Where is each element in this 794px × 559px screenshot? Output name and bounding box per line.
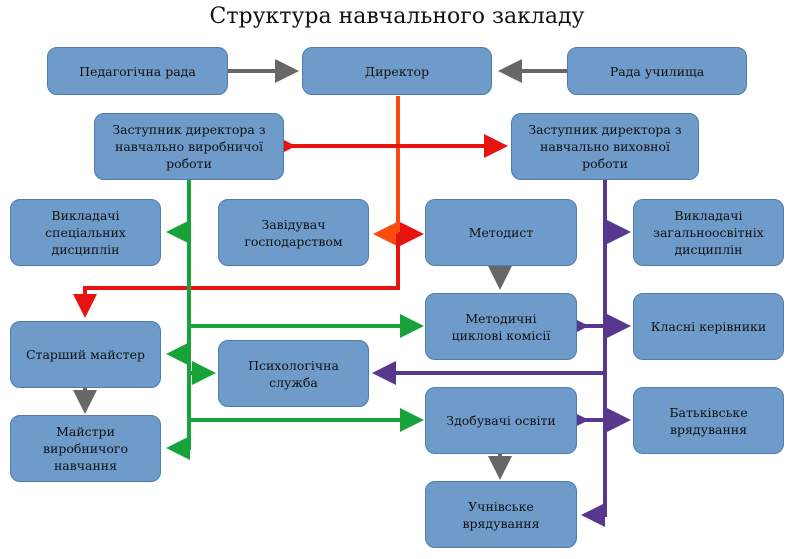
node-teachers-general[interactable]: Викладачі загальноосвітніх дисциплін: [633, 199, 784, 266]
arrow-director-to-starshyi: [73, 234, 400, 318]
node-deputy-production[interactable]: Заступник директора з навчально виробнич…: [94, 113, 284, 180]
node-parent-governance[interactable]: Батьківське врядування: [633, 387, 784, 454]
node-class-teachers[interactable]: Класні керівники: [633, 293, 784, 360]
node-production-masters[interactable]: Майстри виробничого навчання: [10, 415, 161, 482]
node-facility-manager[interactable]: Завідувач господарством: [218, 199, 369, 266]
node-senior-master[interactable]: Старший майстер: [10, 321, 161, 388]
node-director[interactable]: Директор: [302, 47, 492, 95]
node-students[interactable]: Здобувачі освіти: [425, 387, 577, 454]
node-methodical-commissions[interactable]: Методичні циклові комісії: [425, 293, 577, 360]
diagram-title: Структура навчального закладу: [209, 4, 585, 29]
node-psychological-service[interactable]: Психологічна служба: [218, 340, 369, 407]
node-student-governance[interactable]: Учнівське врядування: [425, 481, 577, 548]
node-college-council[interactable]: Рада училища: [567, 47, 747, 95]
node-deputy-upbringing[interactable]: Заступник директора з навчально виховної…: [511, 113, 699, 180]
node-methodologist[interactable]: Методист: [425, 199, 577, 266]
node-teachers-special[interactable]: Викладачі спеціальних дисциплін: [10, 199, 161, 266]
node-pedagogical-council[interactable]: Педагогічна рада: [47, 47, 228, 95]
